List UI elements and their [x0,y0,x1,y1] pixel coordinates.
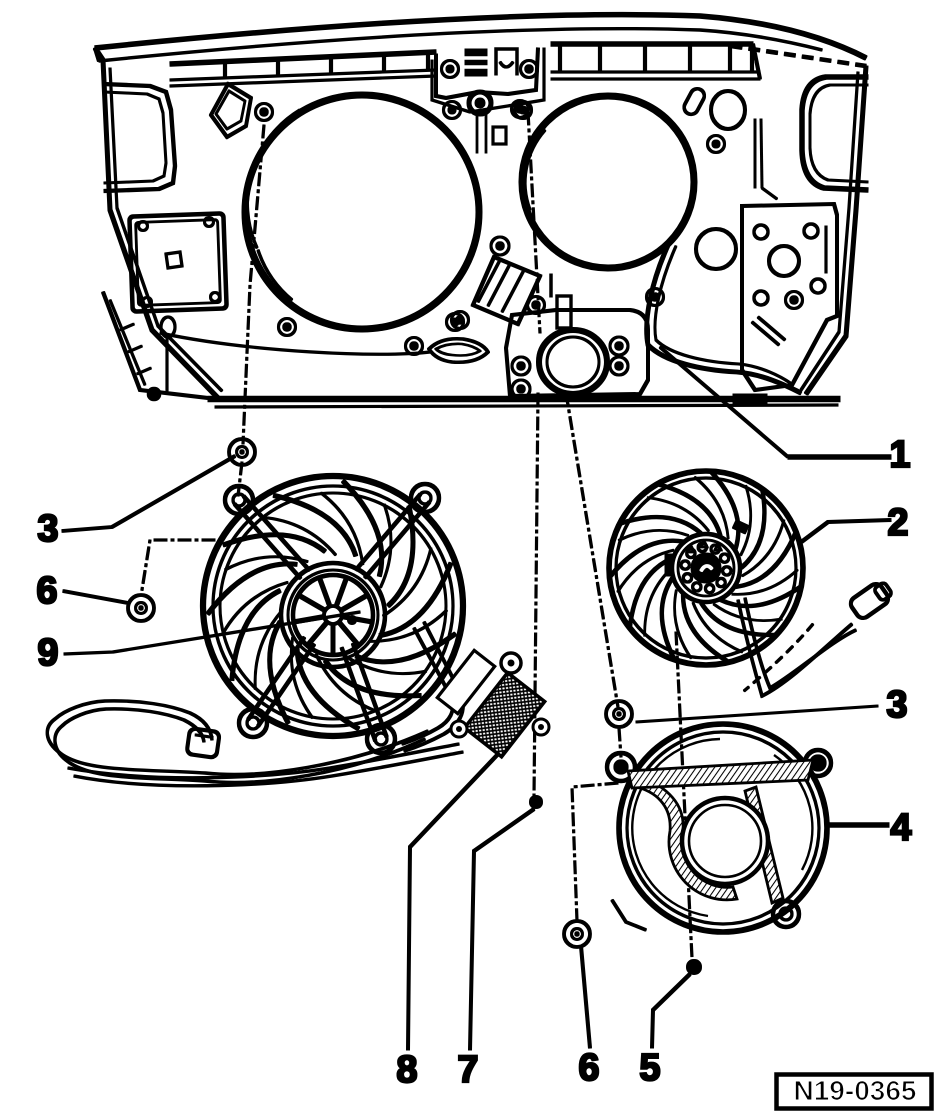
svg-text:5: 5 [639,1047,660,1089]
svg-text:3: 3 [37,508,58,550]
svg-text:9: 9 [37,632,58,674]
svg-text:3: 3 [886,684,907,726]
svg-text:1: 1 [889,434,910,476]
svg-text:7: 7 [457,1049,478,1091]
svg-text:4: 4 [890,807,911,849]
svg-text:N19-0365: N19-0365 [794,1075,917,1106]
svg-text:6: 6 [578,1047,599,1089]
svg-text:2: 2 [887,502,908,544]
svg-text:8: 8 [396,1049,417,1091]
svg-text:6: 6 [36,570,57,612]
